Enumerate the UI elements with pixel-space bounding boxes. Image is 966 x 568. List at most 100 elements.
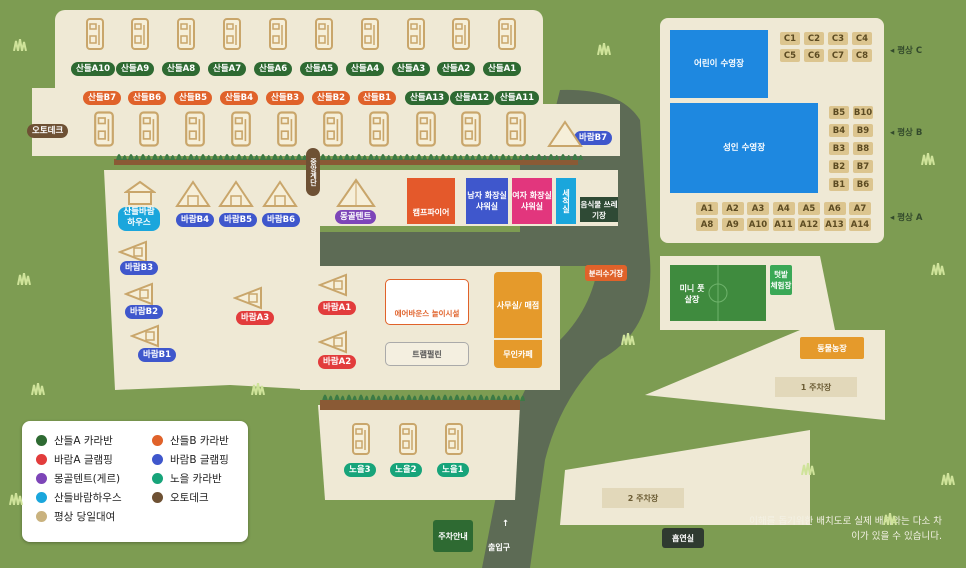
caravan-a-label[interactable]: 산들A8 xyxy=(162,62,201,76)
pyeongsang-seat[interactable]: C1 xyxy=(780,32,800,45)
baram-a2-label[interactable]: 바람A2 xyxy=(318,355,357,369)
baram-b1-label[interactable]: 바람B1 xyxy=(138,348,177,362)
grass-icon xyxy=(12,36,28,55)
caravan-b-label[interactable]: 산들B3 xyxy=(266,91,305,105)
pyeongsang-seat[interactable]: A4 xyxy=(772,202,795,215)
men-shower-box[interactable]: 남자 화장실 샤워실 xyxy=(466,178,508,224)
baram-b5-label[interactable]: 바람B5 xyxy=(219,213,258,227)
pyeongsang-seat[interactable]: A3 xyxy=(747,202,769,215)
legend-item: 바람A 글램핑 xyxy=(36,452,113,467)
caravan-b-label[interactable]: 산들B4 xyxy=(220,91,259,105)
pyeongsang-seat[interactable]: A14 xyxy=(849,218,871,231)
animal-farm[interactable]: 동물농장 xyxy=(800,337,864,359)
pyeongsang-seat[interactable]: C3 xyxy=(828,32,848,45)
baram-b2-label[interactable]: 바람B2 xyxy=(125,305,164,319)
baram-b4-label[interactable]: 바람B4 xyxy=(176,213,215,227)
baram-b6-label[interactable]: 바람B6 xyxy=(262,213,301,227)
caravan-a-label[interactable]: 산들A13 xyxy=(405,91,450,105)
legend-item: 산들B 카라반 xyxy=(152,433,229,448)
pyeongsang-seat[interactable]: B7 xyxy=(853,160,873,173)
pyeongsang-seat[interactable]: A1 xyxy=(696,202,718,215)
pyeongsang-seat[interactable]: A2 xyxy=(721,202,744,215)
baram-b3-label[interactable]: 바람B3 xyxy=(120,261,159,275)
noeul2-label[interactable]: 노을2 xyxy=(390,463,422,477)
parking-1[interactable]: 1 주차장 xyxy=(775,377,857,397)
caravan-a-label[interactable]: 산들A4 xyxy=(346,62,385,76)
caravan-a-label[interactable]: 산들A5 xyxy=(300,62,339,76)
pyeongsang-seat[interactable]: A11 xyxy=(772,218,795,231)
caravan-b-label[interactable]: 산들B2 xyxy=(312,91,351,105)
caravan-b-label[interactable]: 산들B5 xyxy=(174,91,213,105)
parking-info[interactable]: 주차안내 xyxy=(433,520,473,552)
campfire-box[interactable]: 캠프파이어 xyxy=(407,178,455,224)
adult-pool[interactable]: 성인 수영장 xyxy=(670,103,818,193)
pyeongsang-seat[interactable]: A12 xyxy=(798,218,820,231)
pyeongsang-seat[interactable]: B4 xyxy=(829,124,849,137)
caravan-b-label[interactable]: 산들B6 xyxy=(128,91,167,105)
caravan-b-label[interactable]: 산들B1 xyxy=(358,91,397,105)
parking-2[interactable]: 2 주차장 xyxy=(602,488,684,508)
kids-pool[interactable]: 어린이 수영장 xyxy=(670,30,768,98)
caravan-a-label[interactable]: 산들A3 xyxy=(392,62,431,76)
futsal-field[interactable] xyxy=(670,265,766,321)
farm-box[interactable]: 텃밭 체험장 xyxy=(770,265,792,295)
pyeongsang-seat[interactable]: B10 xyxy=(853,106,873,119)
caravan-a-label[interactable]: 산들A7 xyxy=(208,62,247,76)
pyeongsang-seat[interactable]: A6 xyxy=(823,202,846,215)
pyeongsang-seat[interactable]: A10 xyxy=(747,218,769,231)
noeul1-label[interactable]: 노을1 xyxy=(437,463,469,477)
pyeongsang-seat[interactable]: A7 xyxy=(849,202,871,215)
caravan-b-label[interactable]: 산들B7 xyxy=(83,91,122,105)
pyeongsang-seat[interactable]: A13 xyxy=(823,218,846,231)
legend-dot xyxy=(36,454,47,465)
glamping-tent-icon xyxy=(547,120,583,152)
pyeongsang-seat[interactable]: B5 xyxy=(829,106,849,119)
sandeul-baram-house-label[interactable]: 산들바람 하우스 xyxy=(118,207,160,231)
pyeongsang-seat[interactable]: B1 xyxy=(829,178,849,191)
auto-deck-label[interactable]: 오토데크 xyxy=(27,124,69,138)
pyeongsang-seat[interactable]: C8 xyxy=(852,49,872,62)
recycle-box[interactable]: 분리수거장 xyxy=(585,265,627,281)
office-store[interactable]: 사무실/ 매점 xyxy=(494,272,542,338)
caravan-a-label[interactable]: 산들A10 xyxy=(71,62,116,76)
caravan-a-label[interactable]: 산들A11 xyxy=(495,91,540,105)
pyeongsang-seat[interactable]: B8 xyxy=(853,142,873,155)
laundry-box[interactable]: 세척실 xyxy=(556,178,576,224)
unmanned-cafe[interactable]: 무인카페 xyxy=(494,340,542,368)
caravan-a-label[interactable]: 산들A9 xyxy=(116,62,155,76)
caravan-icon xyxy=(85,17,105,55)
pyeongsang-seat[interactable]: A8 xyxy=(696,218,718,231)
pyeongsang-seat[interactable]: B6 xyxy=(853,178,873,191)
pyeongsang-seat[interactable]: C4 xyxy=(852,32,872,45)
caravan-a-label[interactable]: 산들A1 xyxy=(483,62,522,76)
women-shower-box[interactable]: 여자 화장실 샤워실 xyxy=(512,178,552,224)
caravan-icon xyxy=(351,422,371,460)
pyeongsang-seat[interactable]: C5 xyxy=(780,49,800,62)
pyeongsang-seat[interactable]: C7 xyxy=(828,49,848,62)
baram-a1-label[interactable]: 바람A1 xyxy=(318,301,357,315)
pyeongsang-seat[interactable]: A5 xyxy=(798,202,820,215)
caravan-icon xyxy=(230,110,252,152)
baram-b7-label[interactable]: 바람B7 xyxy=(574,131,613,145)
baram-a3-label[interactable]: 바람A3 xyxy=(236,311,275,325)
grass-icon xyxy=(596,40,612,59)
pyeongsang-b-label: ◂ 평상 B xyxy=(890,128,923,138)
pyeongsang-seat[interactable]: A9 xyxy=(721,218,744,231)
pyeongsang-seat[interactable]: C6 xyxy=(804,49,824,62)
caravan-a-label[interactable]: 산들A2 xyxy=(437,62,476,76)
caravan-a-label[interactable]: 산들A12 xyxy=(450,91,495,105)
smoking-room[interactable]: 흡연실 xyxy=(662,528,704,548)
caravan-icon xyxy=(268,17,288,55)
trampoline[interactable]: 트램펄린 xyxy=(385,342,469,366)
legend-item: 오토데크 xyxy=(152,490,209,505)
pyeongsang-seat[interactable]: B9 xyxy=(853,124,873,137)
mongol-tent-label[interactable]: 몽골텐트 xyxy=(335,210,377,224)
air-bounce-playground[interactable]: 에어바운스 놀이시설 xyxy=(385,279,469,325)
caravan-a-label[interactable]: 산들A6 xyxy=(254,62,293,76)
noeul3-label[interactable]: 노을3 xyxy=(344,463,376,477)
pyeongsang-seat[interactable]: B2 xyxy=(829,160,849,173)
futsal-label: 미니 풋살장 xyxy=(679,284,705,304)
pyeongsang-seat[interactable]: B3 xyxy=(829,142,849,155)
pyeongsang-seat[interactable]: C2 xyxy=(804,32,824,45)
food-waste-box[interactable]: 음식물 쓰레기장 xyxy=(580,197,618,222)
